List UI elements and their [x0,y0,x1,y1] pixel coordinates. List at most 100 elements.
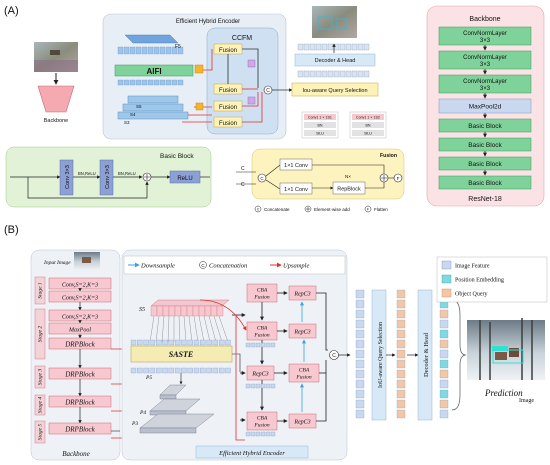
resnet-layer-label: Basic Block [468,142,502,149]
stage-tag [34,308,46,360]
svg-text:C: C [332,353,336,359]
encoder-token [250,431,256,437]
svg-text:Concatenation: Concatenation [209,263,247,270]
svg-text:1×1 Conv: 1×1 Conv [284,187,308,193]
saste-out-token [149,367,156,374]
saste-label: SASTE [169,350,193,359]
saste-token [156,339,162,346]
query-token [327,70,334,78]
column-token [439,329,449,339]
stage-label: Stage 1 [38,282,44,299]
s5-projection [155,315,160,343]
stage-tag [34,365,46,389]
token [177,79,184,86]
feature-column-3 [439,289,449,419]
s5-cell [192,305,200,317]
encoder-token [265,431,271,437]
query-token [321,43,328,51]
svg-text:CBA: CBA [257,416,268,422]
legend-top-b: Downsample C Concatenation Upsample [123,255,346,275]
iou-query-selection-a [291,82,379,97]
token [117,46,124,55]
column-token [396,389,406,399]
saste-out-token [137,367,143,374]
encoder-token [260,342,266,348]
svg-text:Upsample: Upsample [283,263,309,270]
svg-text:Element-wise add: Element-wise add [314,207,350,212]
decoder-head-box-a [294,53,376,67]
resnet-layer-label: 3×3 [480,62,491,68]
prediction-suffix: Image [519,398,534,404]
svg-text:Image Feature: Image Feature [455,264,490,270]
svg-text:C: C [241,182,245,188]
stage-tag [34,276,46,305]
token-grid [117,34,184,86]
svg-text:Conv1 1 × 1S1: Conv1 1 × 1S1 [308,116,332,120]
token [171,79,178,86]
resnet-layer-label: MaxPool2d [469,104,502,111]
column-token [355,359,365,369]
resnet-title: Backbone [469,16,500,23]
saste-token [130,339,137,346]
backbone-block [48,422,112,435]
p5-side [159,394,177,400]
encoder-token [250,342,256,348]
resnet-layer-label: Basic Block [468,161,502,168]
column-token [439,379,449,389]
backbone-block-label: DRPBlock [64,426,95,434]
token [147,46,154,55]
decoder-label-b: Decoder & Head [423,332,430,377]
svg-text:Fusion: Fusion [295,375,312,381]
svg-text:RepBlock: RepBlock [337,187,361,193]
input-image-label: Input Image [43,260,71,266]
s5-tensor [149,299,230,343]
column-token [396,399,406,409]
purple-node-2 [247,96,256,105]
resnet-layer-label: ConvNormLayer [463,31,507,37]
svg-text:C: C [260,176,264,181]
fusion-conv-2 [279,182,313,195]
saste-token [187,339,193,346]
encoder-token [245,431,251,437]
svg-text:1×1 Conv: 1×1 Conv [284,163,308,169]
column-token [355,409,365,419]
s5-cell [168,305,176,317]
resnet-layers: ConvNormLayer3×3ConvNormLayer3×3ConvNorm… [438,26,532,190]
svg-text:Flatten: Flatten [374,207,388,212]
svg-text:RepC3: RepC3 [293,292,310,298]
svg-text:SiLU: SiLU [364,132,372,136]
encoder-side-tokens [245,342,276,437]
backbone-label-a: Backbone [44,118,68,124]
basic-block-title: Basic Block [160,153,194,160]
s5-projection [203,315,211,343]
column-token [396,369,406,379]
query-token [339,70,346,78]
query-token [345,70,352,78]
query-token [357,70,364,78]
svg-text:F: F [397,176,400,181]
encoder-token [250,383,256,389]
query-token [363,70,370,78]
saste-token [137,339,143,346]
svg-text:BN,ReLU: BN,ReLU [118,171,136,176]
svg-text:F: F [367,208,370,212]
backbone-footer-b: Backbone [62,450,90,458]
svg-text:RepC3: RepC3 [251,372,268,378]
saste-token [219,339,225,346]
svg-text:Downsample: Downsample [140,263,175,270]
svg-text:Fusion: Fusion [219,121,237,127]
encoder-footer-box [195,445,309,459]
s5-cell [150,305,158,317]
column-token [355,339,365,349]
p3-side [139,427,197,434]
column-token [396,289,406,299]
column-token [355,289,365,299]
decoder-head-b [417,289,433,421]
token [141,79,148,86]
f5-label: F5 [175,44,181,50]
stage-tag [34,420,46,444]
resnet-layer-label: 3×3 [480,38,491,44]
column-token [439,309,449,319]
encoder-token [255,383,261,389]
